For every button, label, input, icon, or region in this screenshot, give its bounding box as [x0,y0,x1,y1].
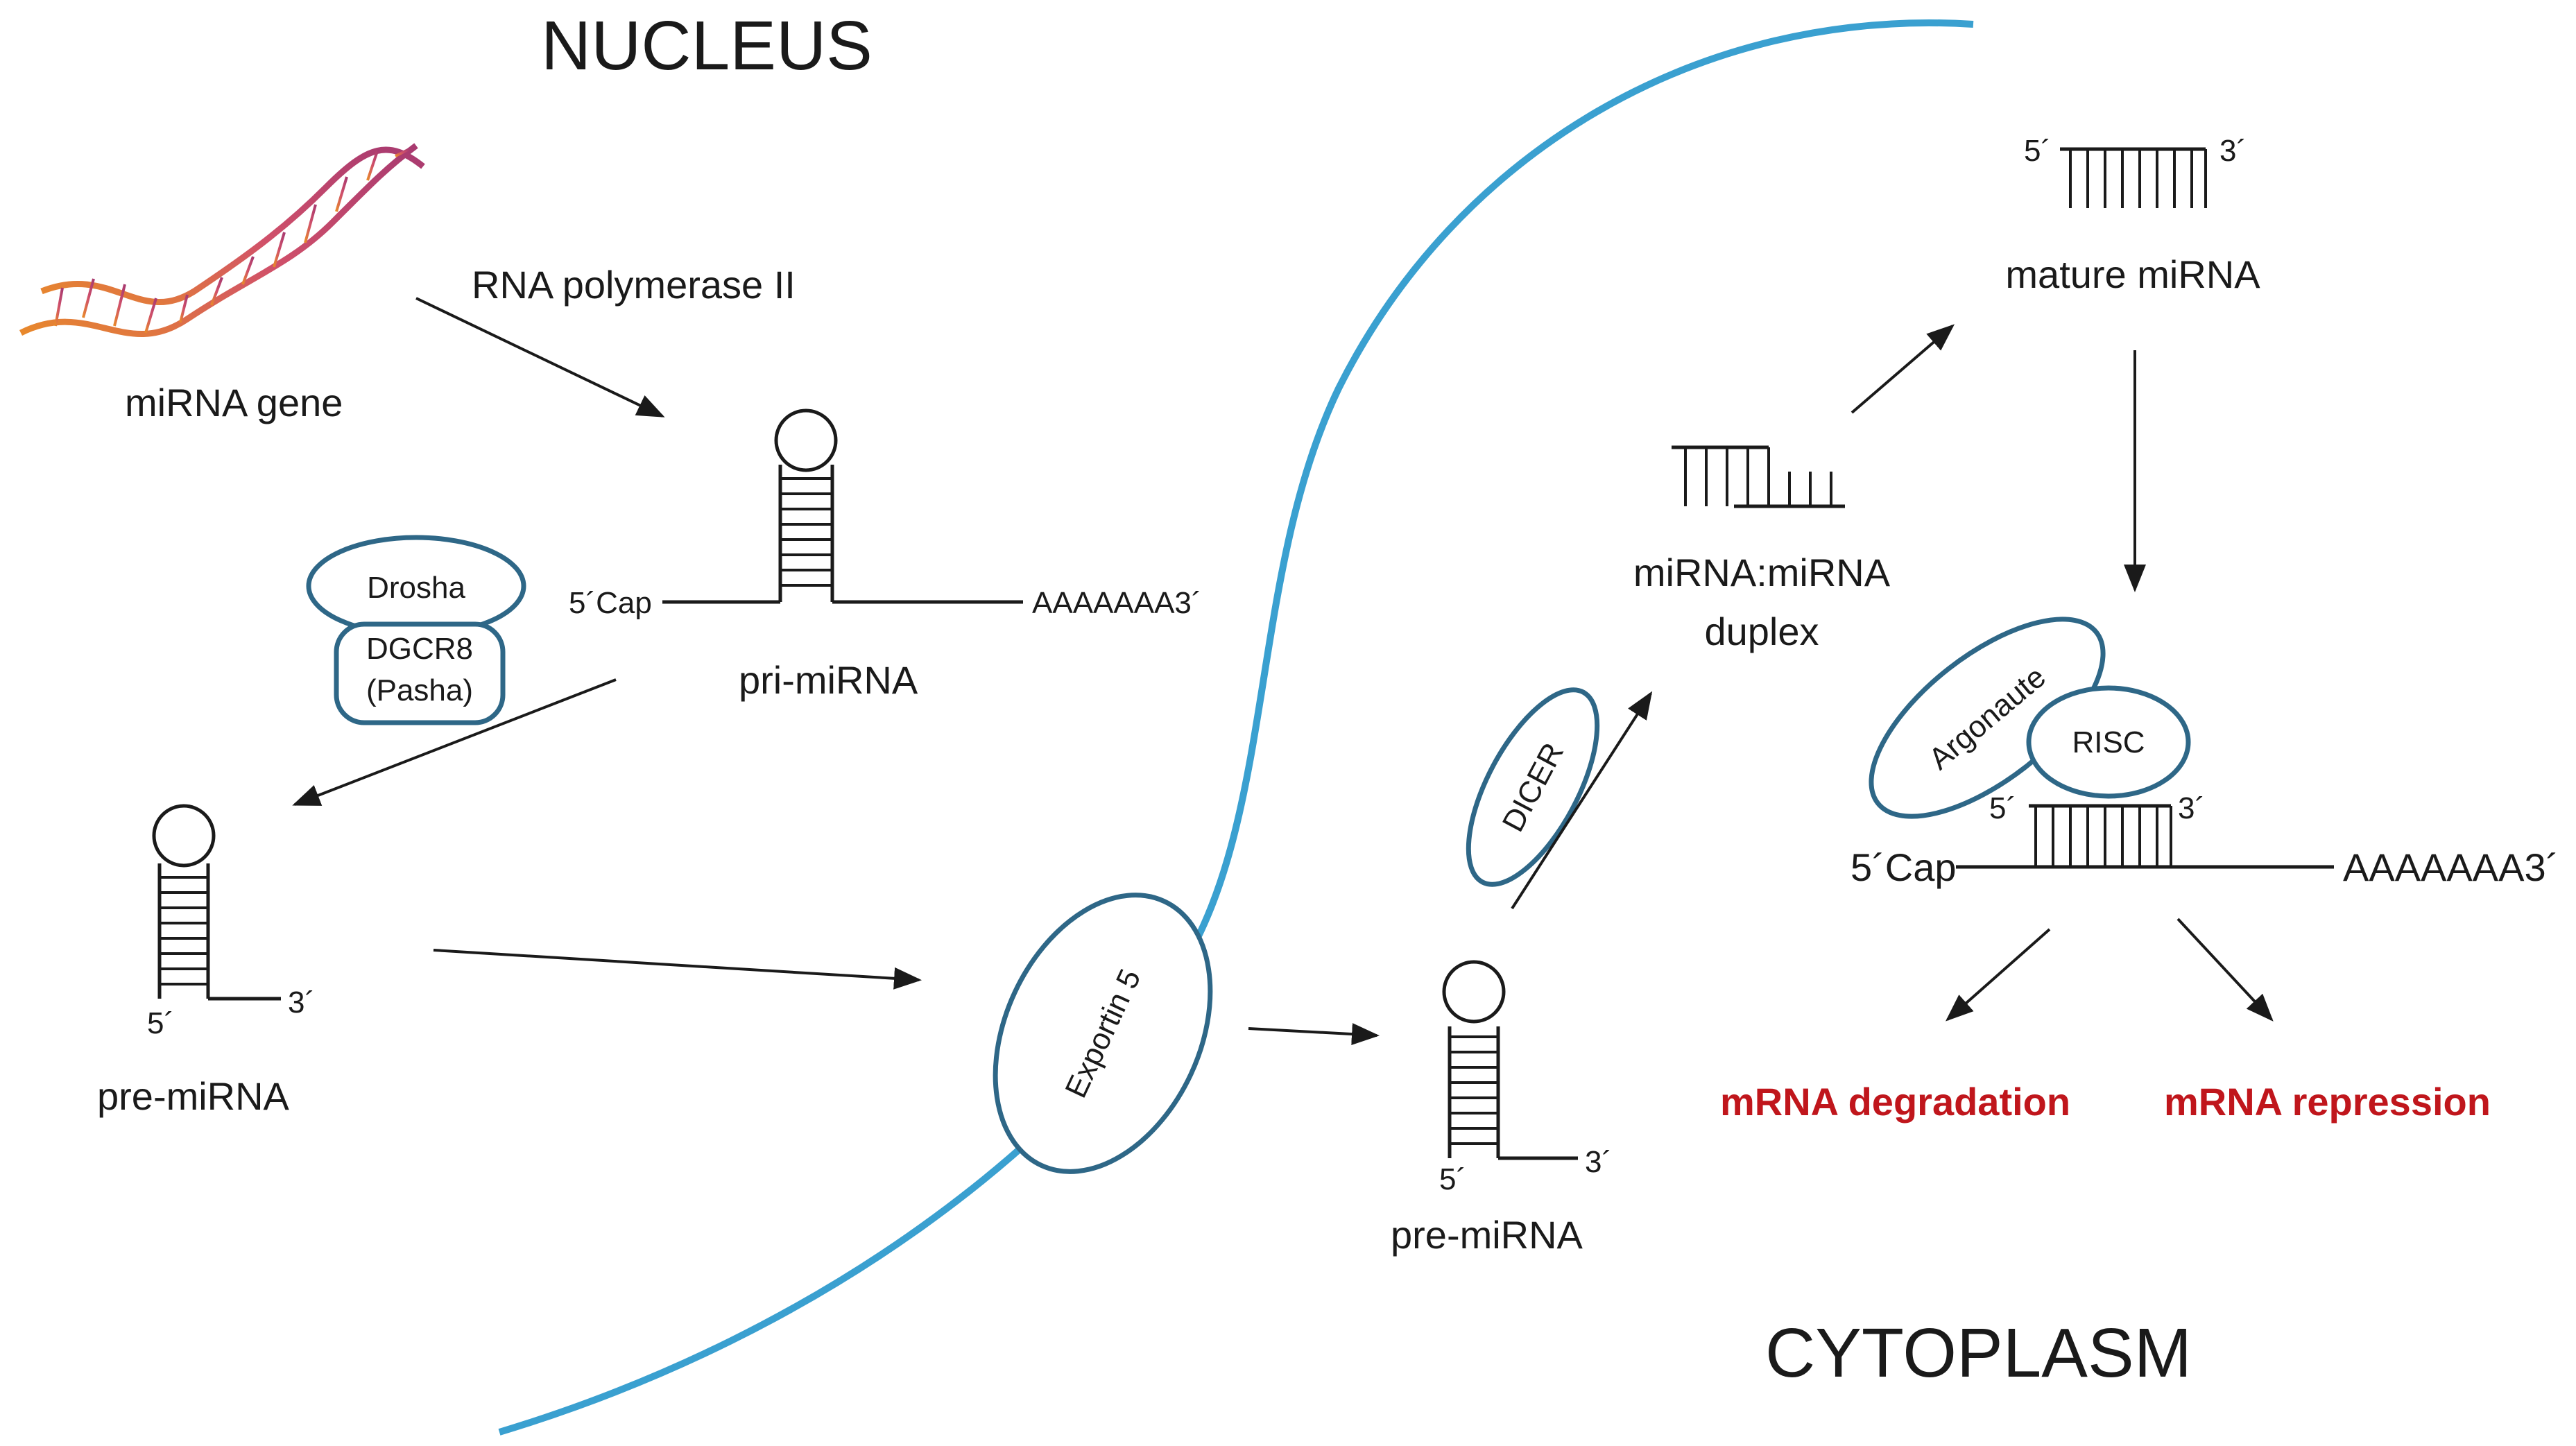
target-mrna-structure [1956,804,2334,869]
mirna-duplex-structure [1672,445,1845,508]
mirna-gene-label: miRNA gene [125,381,343,424]
pre-mirna-nucleus-structure [152,804,281,1001]
target-cap-label: 5´Cap [1851,845,1957,889]
dgcr8-label: DGCR8 [366,632,473,666]
risc-3-label: 3´ [2178,791,2205,825]
dna-helix-icon [19,143,425,337]
pre-nucleus-5-label: 5´ [147,1006,174,1040]
transcription-arrow [415,297,665,418]
pre-mirna-cytoplasm-label: pre-miRNA [1391,1213,1583,1257]
pri-mirna-label: pri-miRNA [739,658,918,702]
strand-selection-arrow [1851,324,1955,414]
dicer-processing-arrow [1511,691,1653,910]
exportin-5-protein [993,893,1213,1174]
mrna-repression-label: mRNA repression [2164,1080,2491,1124]
duplex-label-line1: miRNA:miRNA [1633,551,1891,594]
risc-label: RISC [2072,725,2145,759]
argonaute-protein [1869,617,2106,819]
pre-mirna-nucleus-label: pre-miRNA [97,1074,290,1118]
drosha-cleavage-arrow [292,678,617,806]
pri-mirna-structure [662,408,1023,604]
nucleus-title: NUCLEUS [541,7,873,85]
risc-protein [2026,685,2191,799]
dicer-protein [1466,687,1600,887]
pasha-label: (Pasha) [366,673,473,707]
pre-nucleus-3-label: 3´ [288,985,315,1019]
drosha-label: Drosha [367,571,465,605]
pri-cap-label: 5´Cap [569,586,652,620]
risc-5-label: 5´ [1989,791,2016,825]
cytoplasm-title: CYTOPLASM [1765,1314,2192,1392]
dgcr8-protein [334,621,506,725]
repression-arrow [2176,918,2274,1022]
pre-mirna-cytoplasm-structure [1442,960,1578,1160]
nuclear-membrane [498,19,1974,1436]
duplex-label-line2: duplex [1704,610,1819,653]
mature-5-label: 5´ [2024,134,2051,168]
export-arrow [433,949,922,990]
pri-polya-label: AAAAAAA3´ [1032,586,1202,620]
target-polya-label: AAAAAAA3´ [2343,845,2559,889]
mature-3-label: 3´ [2219,134,2247,168]
mature-mirna-structure [2060,147,2207,208]
cytoplasm-entry-arrow [1248,1023,1380,1046]
drosha-dgcr8-complex [306,535,526,725]
rna-polymerase-label: RNA polymerase II [472,263,796,307]
pre-cyto-5-label: 5´ [1439,1162,1466,1196]
mature-mirna-label: mature miRNA [2005,252,2260,296]
mrna-degradation-label: mRNA degradation [1720,1080,2070,1124]
degradation-arrow [1946,928,2051,1022]
pre-cyto-3-label: 3´ [1585,1145,1612,1179]
